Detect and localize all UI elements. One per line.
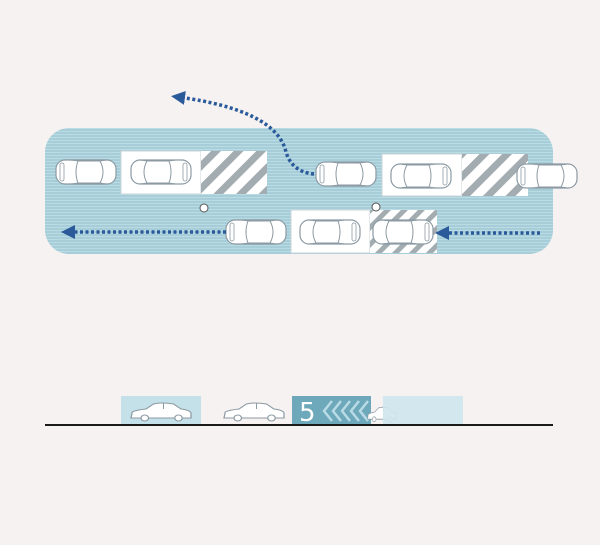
plan-view — [45, 90, 578, 254]
pole-marker-icon — [371, 202, 381, 212]
car-icon — [372, 219, 434, 245]
lift-number: 5 — [299, 398, 316, 428]
sedan-icon — [223, 402, 285, 422]
u-turn-arrow-icon — [171, 90, 315, 176]
car-icon — [130, 159, 192, 185]
car-icon — [225, 219, 287, 245]
pole-marker-icon — [199, 203, 209, 213]
car-icon — [390, 163, 452, 189]
hatched-zone-upper-left — [201, 151, 267, 194]
car-icon — [299, 219, 361, 245]
car-icon — [315, 161, 377, 187]
elevation-panel-right — [383, 396, 463, 425]
car-icon — [55, 159, 117, 185]
car-icon — [516, 163, 578, 189]
chevron-arrows-icon — [322, 400, 369, 422]
elevation-view: 5 — [45, 396, 553, 428]
